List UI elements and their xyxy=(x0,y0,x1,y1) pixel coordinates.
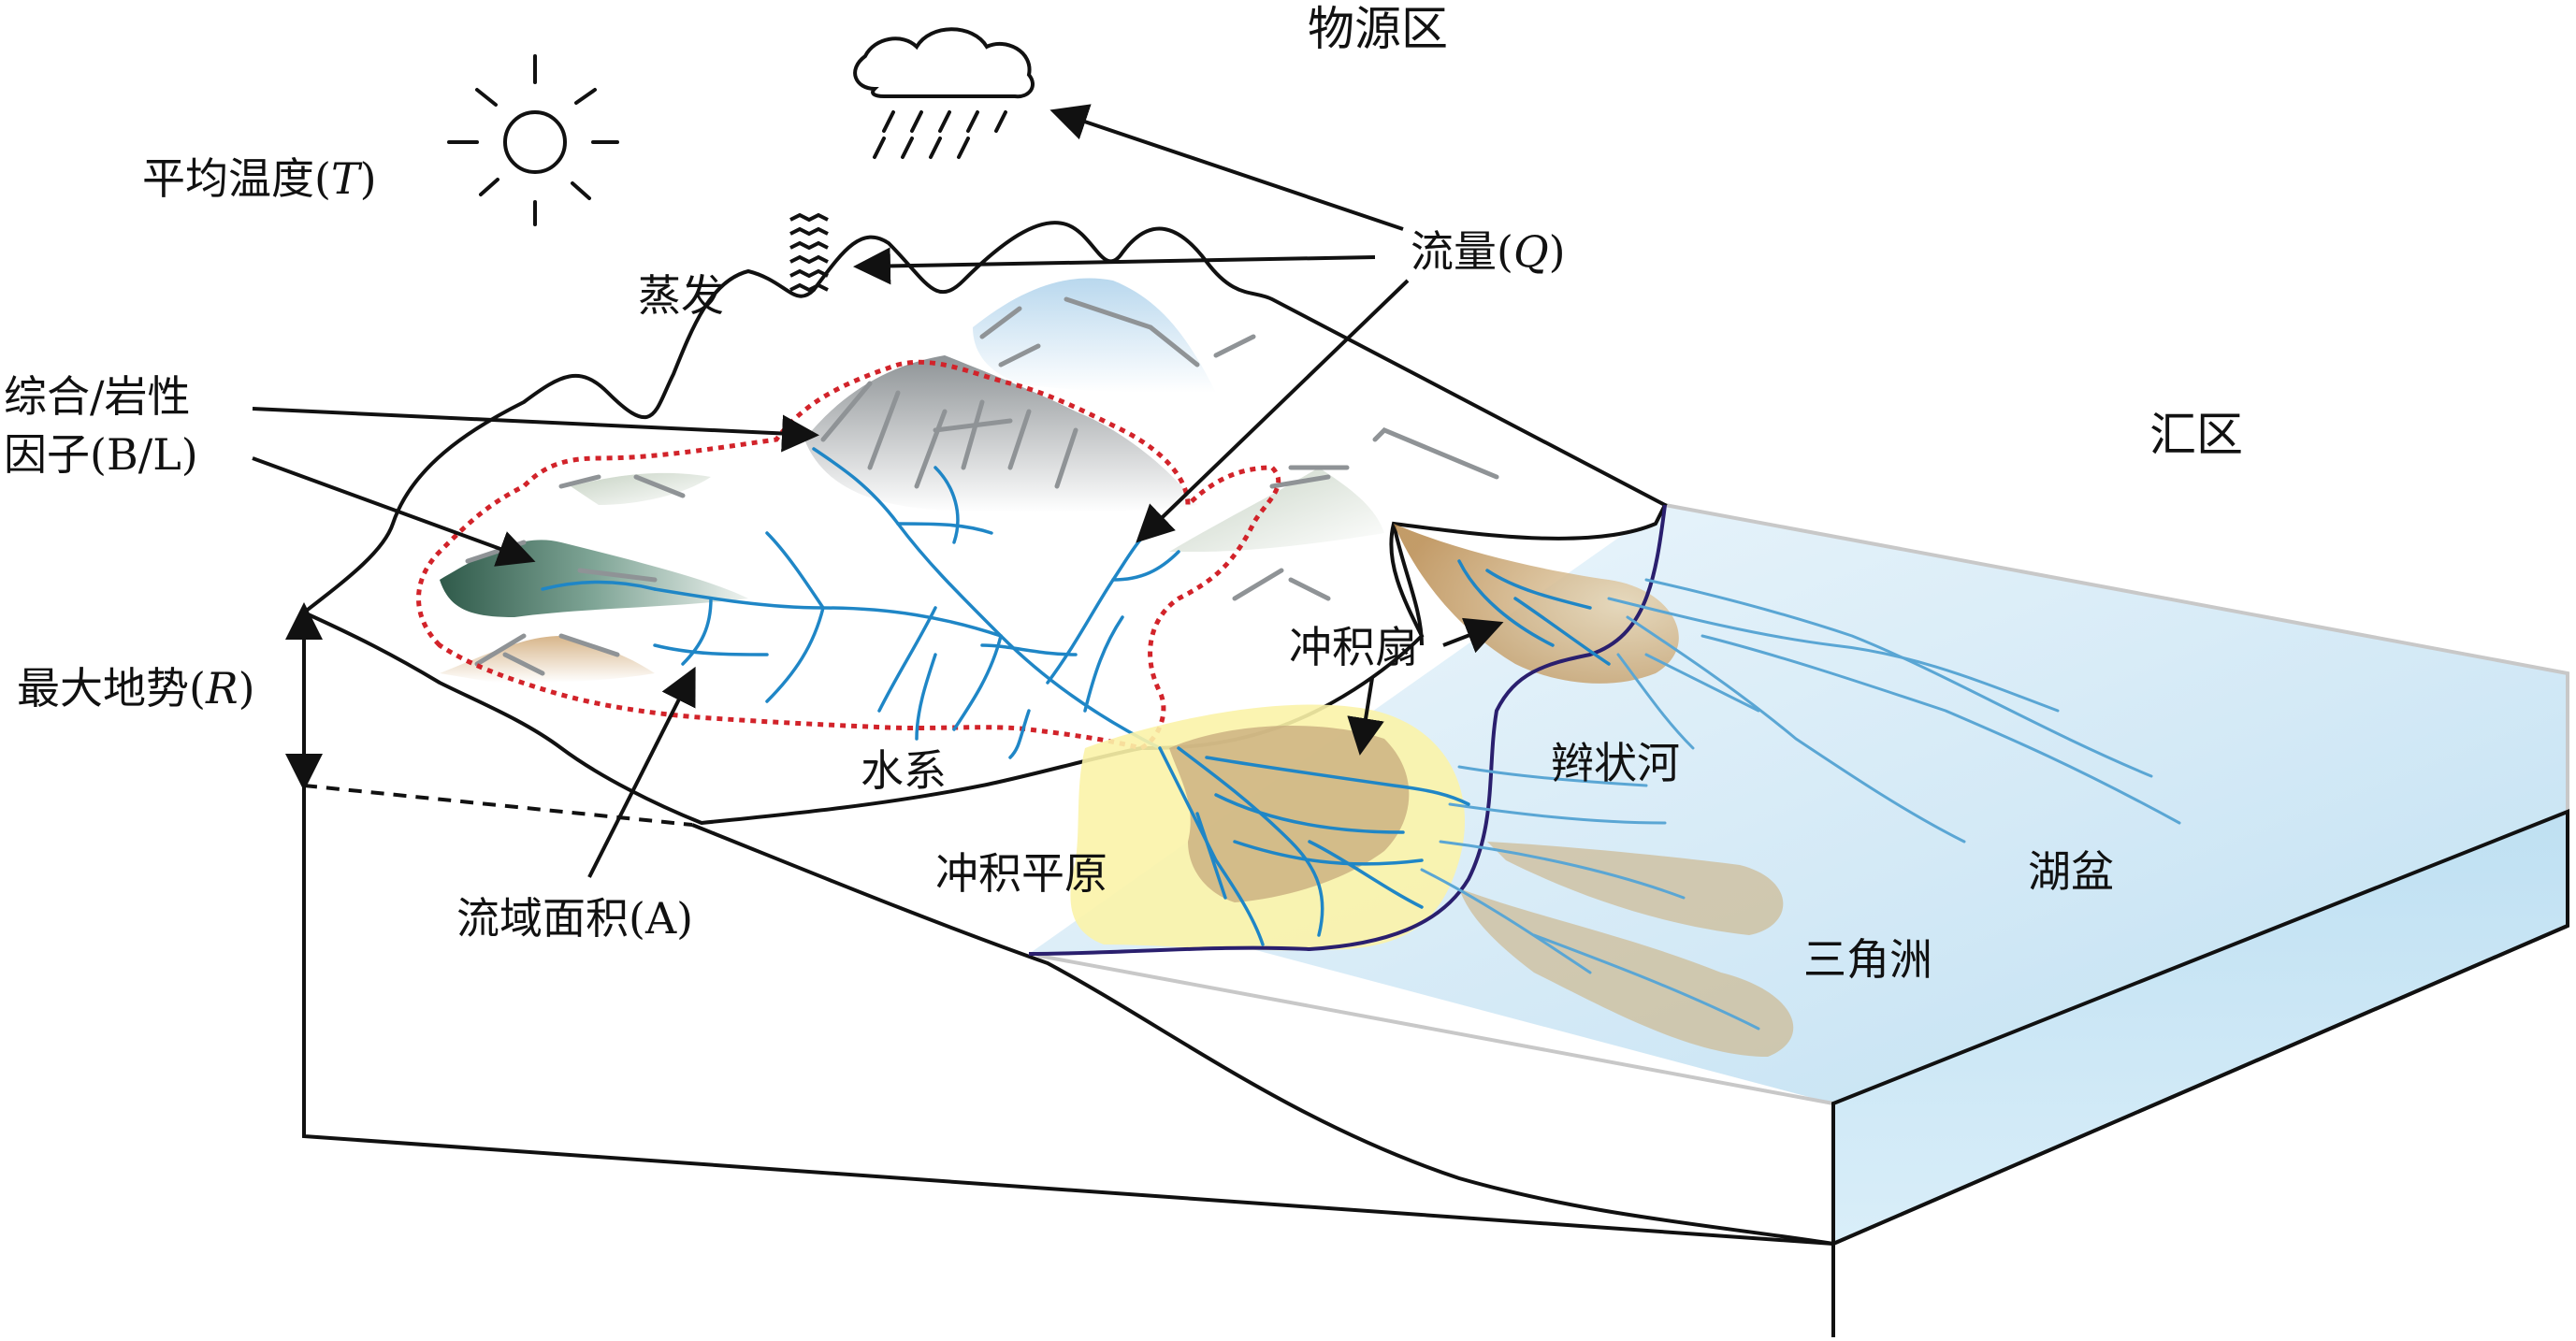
label-drainage-system: 水系 xyxy=(861,745,947,796)
arrow-discharge-to-rain xyxy=(1049,104,1404,231)
label-braided-river: 辫状河 xyxy=(1551,738,1680,788)
alluvial-fan-upper xyxy=(1394,524,1679,684)
alluvial-fan-lower xyxy=(1169,726,1410,902)
mountain-peaks xyxy=(440,278,1499,683)
label-lake-basin: 湖盆 xyxy=(2028,846,2114,897)
rain-cloud-icon xyxy=(853,27,1035,159)
arrow-discharge-to-river xyxy=(1136,279,1410,543)
label-alluvial-plain: 冲积平原 xyxy=(935,848,1107,899)
annotation-arrows xyxy=(252,104,1504,878)
arrow-discharge-to-evaporation xyxy=(853,247,1376,285)
label-max-relief: 最大地势(R) xyxy=(17,663,255,714)
label-catchment-area: 流域面积(A) xyxy=(456,893,693,944)
land-block-base xyxy=(302,784,2569,1337)
evaporation-icon xyxy=(789,212,829,293)
braided-rivers xyxy=(1420,578,2181,1031)
arrow-catchment-area xyxy=(587,666,696,878)
sun-icon xyxy=(447,54,619,226)
catchment-boundary xyxy=(416,359,1281,751)
label-discharge: 流量(Q) xyxy=(1411,226,1566,277)
shoreline xyxy=(1028,504,1667,956)
drainage-network xyxy=(541,447,1180,759)
arrow-lithology-to-green-peak xyxy=(252,456,536,567)
label-lithology-line1: 综合/岩性 xyxy=(4,371,191,422)
label-source-region: 物源区 xyxy=(1308,2,1448,56)
label-alluvial-fan: 冲积扇 xyxy=(1289,622,1418,672)
label-lithology-line2: 因子(B/L) xyxy=(4,429,198,480)
delta-lobe-lower xyxy=(1459,888,1794,1057)
arrow-fan-lower xyxy=(1347,677,1384,756)
label-mean-temperature: 平均温度(T) xyxy=(142,153,377,204)
plain-rivers xyxy=(1158,559,1611,946)
arrow-fan-upper xyxy=(1442,617,1504,654)
arrow-lithology-to-gray-peak xyxy=(252,407,819,453)
labels: 物源区 汇区 平均温度(T) 蒸发 流量(Q) 综合/岩性 因子(B/L) 最大… xyxy=(4,2,2243,985)
label-evaporation: 蒸发 xyxy=(638,270,724,321)
delta-lobe-upper xyxy=(1487,842,1784,935)
label-delta: 三角洲 xyxy=(1803,934,1932,985)
label-sink-region: 汇区 xyxy=(2149,408,2243,462)
